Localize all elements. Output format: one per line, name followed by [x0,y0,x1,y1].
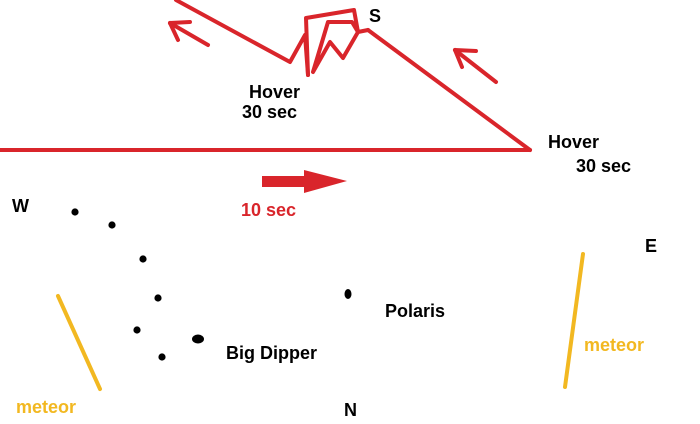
big-dipper-label: Big Dipper [226,343,318,363]
polaris-star [344,289,352,299]
direction-arrow-upper-left [168,20,210,47]
meteor-label-left: meteor [16,397,77,417]
flight-path-diagonal-right [366,28,532,152]
direction-arrow-upper-right [453,48,498,84]
duration-arrow [262,170,347,193]
compass-east-label: E [645,236,658,256]
compass-south-label: S [369,6,382,26]
meteor-streak-right [563,252,585,389]
hover-label-right: Hover [548,132,600,152]
duration-label: 10 sec [241,200,297,220]
polaris-label: Polaris [385,301,446,321]
compass-north-label: N [344,400,357,420]
meteor-label-right: meteor [584,335,645,355]
star [133,326,141,334]
star [71,208,79,216]
hover-label-upper: Hover [249,82,301,102]
star [154,294,162,302]
star [139,255,147,263]
compass-west-label: W [12,196,29,216]
big-dipper-stars [71,208,204,361]
star [108,221,116,229]
hover-duration-right: 30 sec [576,156,632,176]
hover-duration-upper: 30 sec [242,102,298,122]
flight-path-scribble [304,8,370,77]
star [192,334,204,344]
star [158,353,166,361]
meteor-streak-left [56,294,102,391]
